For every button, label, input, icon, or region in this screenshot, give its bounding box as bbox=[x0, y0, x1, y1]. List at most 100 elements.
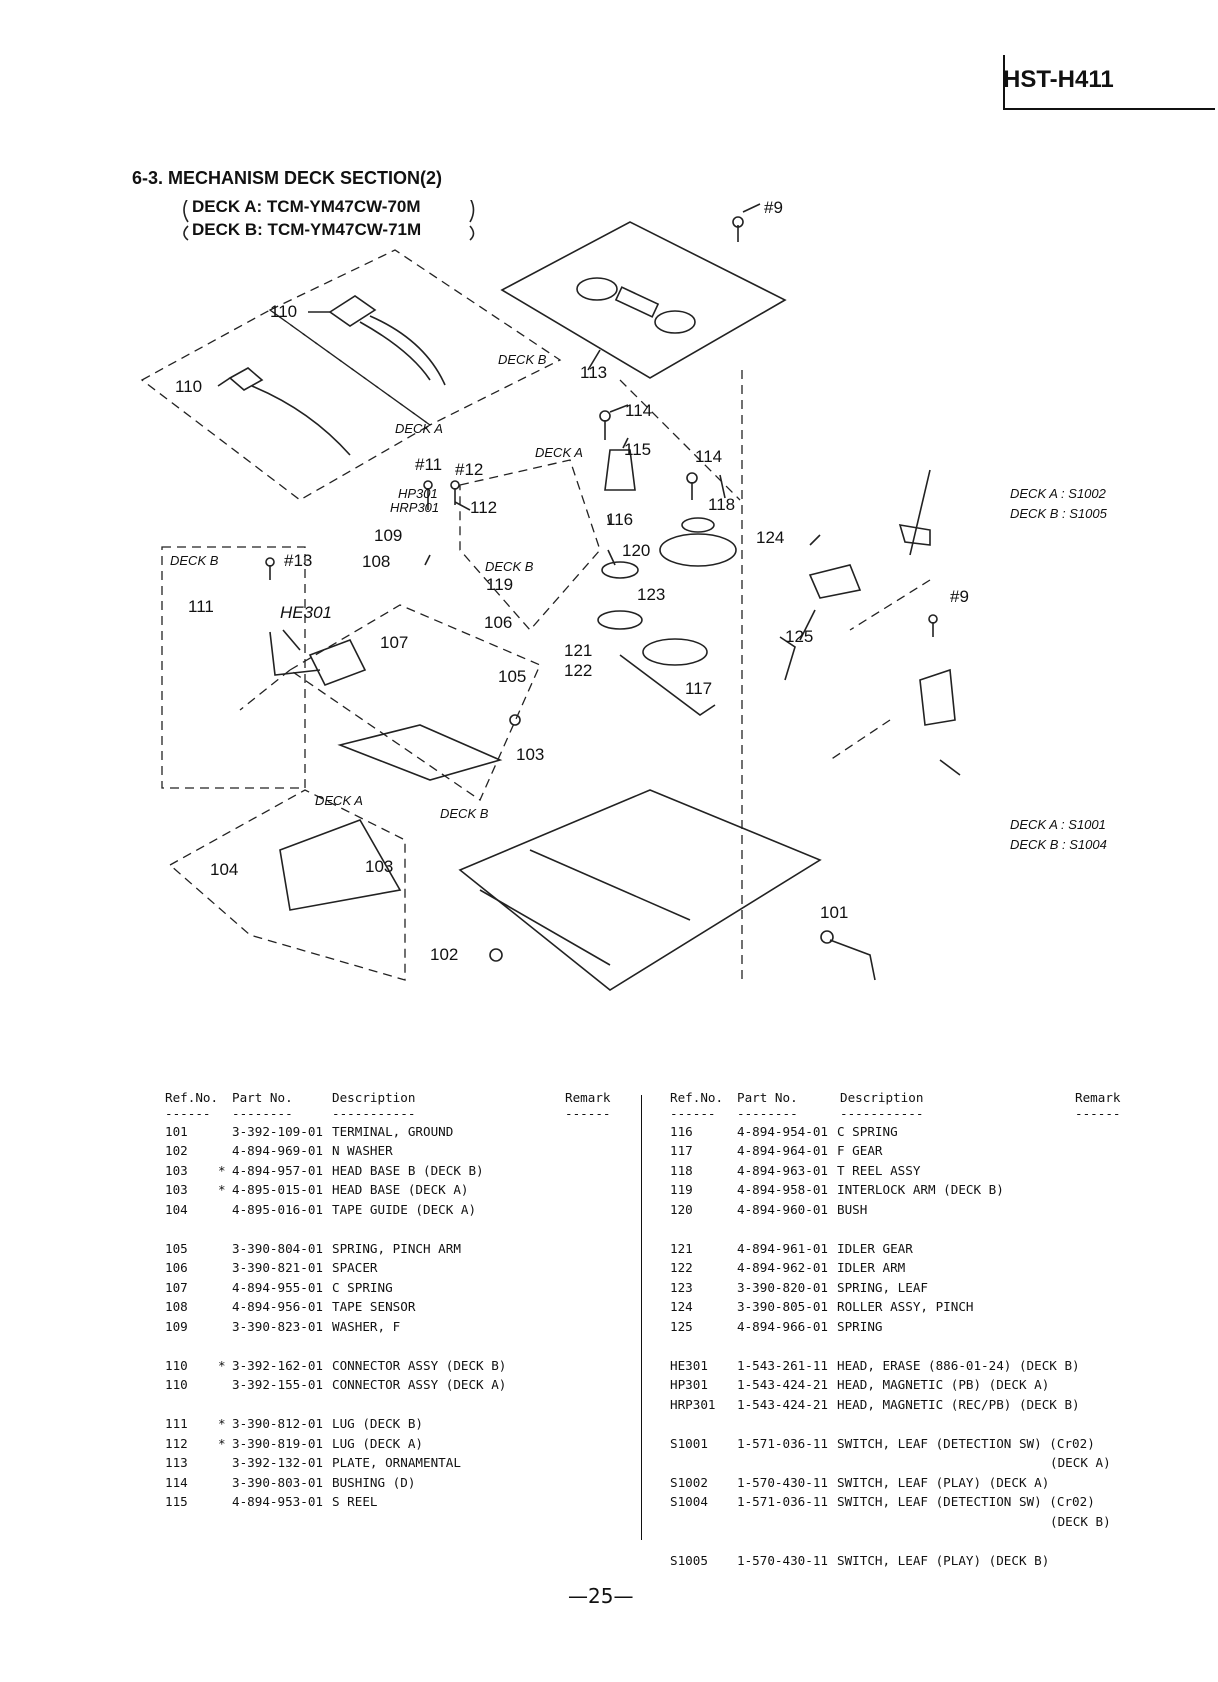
cell-ref-no: 108 bbox=[165, 1299, 188, 1314]
callout-screw-11: #11 bbox=[415, 455, 442, 474]
cell-description: IDLER GEAR bbox=[837, 1240, 913, 1256]
col-remark-dashes-right: ------ bbox=[1075, 1105, 1121, 1121]
cell-ref-no: 111 bbox=[165, 1416, 188, 1431]
cell-ref-no: 115 bbox=[165, 1494, 188, 1509]
callout-114-left: 114 bbox=[625, 401, 652, 420]
cell-description: HEAD BASE B (DECK B) bbox=[332, 1162, 484, 1178]
col-desc-header-right: Description bbox=[840, 1090, 924, 1105]
cell-description: CONNECTOR ASSY (DECK A) bbox=[332, 1377, 507, 1392]
row-gap bbox=[670, 1219, 700, 1239]
model-number: HST-H411 bbox=[1003, 66, 1114, 93]
cell-part-no: 1-571-036-11 bbox=[737, 1435, 828, 1451]
row-gap bbox=[165, 1336, 195, 1356]
cell-part-no: 1-543-424-21 bbox=[737, 1396, 828, 1412]
cell-ref-no: 107 bbox=[165, 1279, 188, 1295]
callout-screw-12: #12 bbox=[455, 460, 483, 479]
cell-description: IDLER ARM bbox=[837, 1260, 906, 1275]
row-gap bbox=[670, 1336, 700, 1356]
cell-part-no: 3-390-803-01 bbox=[232, 1474, 323, 1490]
callout-108: 108 bbox=[362, 552, 390, 571]
cell-description: BUSH bbox=[837, 1201, 868, 1217]
row-gap bbox=[670, 1531, 700, 1551]
cell-remark-cont: (DECK A) bbox=[1050, 1455, 1111, 1470]
table-row: (DECK B) bbox=[670, 1512, 1111, 1532]
cell-ref-no: 118 bbox=[670, 1162, 693, 1178]
cell-description: WASHER, F bbox=[332, 1318, 401, 1334]
cell-part-no: 4-894-954-01 bbox=[737, 1123, 828, 1139]
col-ref-dashes: ------ bbox=[165, 1105, 211, 1121]
label-switch-s1002: DECK A : S1002 bbox=[1010, 486, 1107, 501]
label-switch-s1004: DECK B : S1004 bbox=[1010, 837, 1107, 852]
callout-104: 104 bbox=[210, 860, 238, 879]
callout-119: 119 bbox=[486, 575, 513, 594]
cell-part-no: 3-390-805-01 bbox=[737, 1299, 828, 1314]
cell-mark: * bbox=[218, 1162, 226, 1178]
cell-part-no: 4-894-957-01 bbox=[232, 1162, 323, 1178]
cell-ref-no: S1004 bbox=[670, 1494, 708, 1509]
callout-117: 117 bbox=[685, 679, 712, 698]
callout-101: 101 bbox=[820, 903, 848, 922]
cell-ref-no: 106 bbox=[165, 1260, 188, 1275]
callout-124: 124 bbox=[756, 528, 784, 547]
cell-part-no: 4-894-958-01 bbox=[737, 1182, 828, 1197]
callout-111: 111 bbox=[188, 597, 214, 616]
callout-116: 116 bbox=[606, 510, 633, 529]
cell-ref-no: HE301 bbox=[670, 1357, 708, 1373]
row-gap bbox=[670, 1414, 700, 1434]
callout-screw-9: #9 bbox=[764, 200, 783, 217]
callout-106: 106 bbox=[484, 613, 512, 632]
col-part-dashes-right: -------- bbox=[737, 1105, 798, 1121]
cell-ref-no: S1002 bbox=[670, 1474, 708, 1490]
cell-description: SWITCH, LEAF (PLAY) (DECK A) bbox=[837, 1474, 1050, 1490]
cell-description: TAPE GUIDE (DECK A) bbox=[332, 1201, 477, 1217]
cell-part-no: 3-390-812-01 bbox=[232, 1416, 323, 1431]
page-number: —25— bbox=[568, 1584, 634, 1608]
callout-109: 109 bbox=[374, 526, 402, 545]
cell-description: SPACER bbox=[332, 1260, 378, 1275]
callout-122: 122 bbox=[564, 661, 592, 680]
deck-a-model: DECK A: TCM-YM47CW-70M bbox=[192, 197, 421, 216]
cell-part-no: 3-390-804-01 bbox=[232, 1240, 323, 1256]
cell-ref-no: 122 bbox=[670, 1260, 693, 1275]
cell-ref-no: 121 bbox=[670, 1240, 693, 1256]
label-deck-b-connector: DECK B bbox=[498, 352, 547, 367]
label-switch-s1001: DECK A : S1001 bbox=[1010, 817, 1106, 832]
cell-part-no: 4-894-955-01 bbox=[232, 1279, 323, 1295]
label-deck-a-guide: DECK A bbox=[315, 793, 363, 808]
cell-mark: * bbox=[218, 1416, 226, 1431]
header-rule-horizontal bbox=[1003, 108, 1215, 110]
callout-120: 120 bbox=[622, 541, 650, 560]
cell-description: SWITCH, LEAF (DETECTION SW) (Cr02) bbox=[837, 1435, 1095, 1451]
label-hrp301: HRP301 bbox=[390, 500, 439, 515]
cell-description: S REEL bbox=[332, 1494, 378, 1509]
label-deck-b-base: DECK B bbox=[440, 806, 489, 821]
callout-screw-13: #13 bbox=[284, 551, 312, 570]
cell-description: PLATE, ORNAMENTAL bbox=[332, 1455, 461, 1470]
cell-part-no: 3-390-820-01 bbox=[737, 1279, 828, 1295]
callout-103-deck-a: 103 bbox=[365, 857, 393, 876]
col-remark-header-right: Remark bbox=[1075, 1090, 1121, 1105]
cell-description: SPRING, LEAF bbox=[837, 1279, 928, 1295]
section-title: 6-3. MECHANISM DECK SECTION(2) bbox=[132, 168, 443, 188]
cell-description: SPRING bbox=[837, 1318, 883, 1334]
cell-description: HEAD BASE (DECK A) bbox=[332, 1182, 469, 1197]
row-gap bbox=[165, 1219, 195, 1239]
